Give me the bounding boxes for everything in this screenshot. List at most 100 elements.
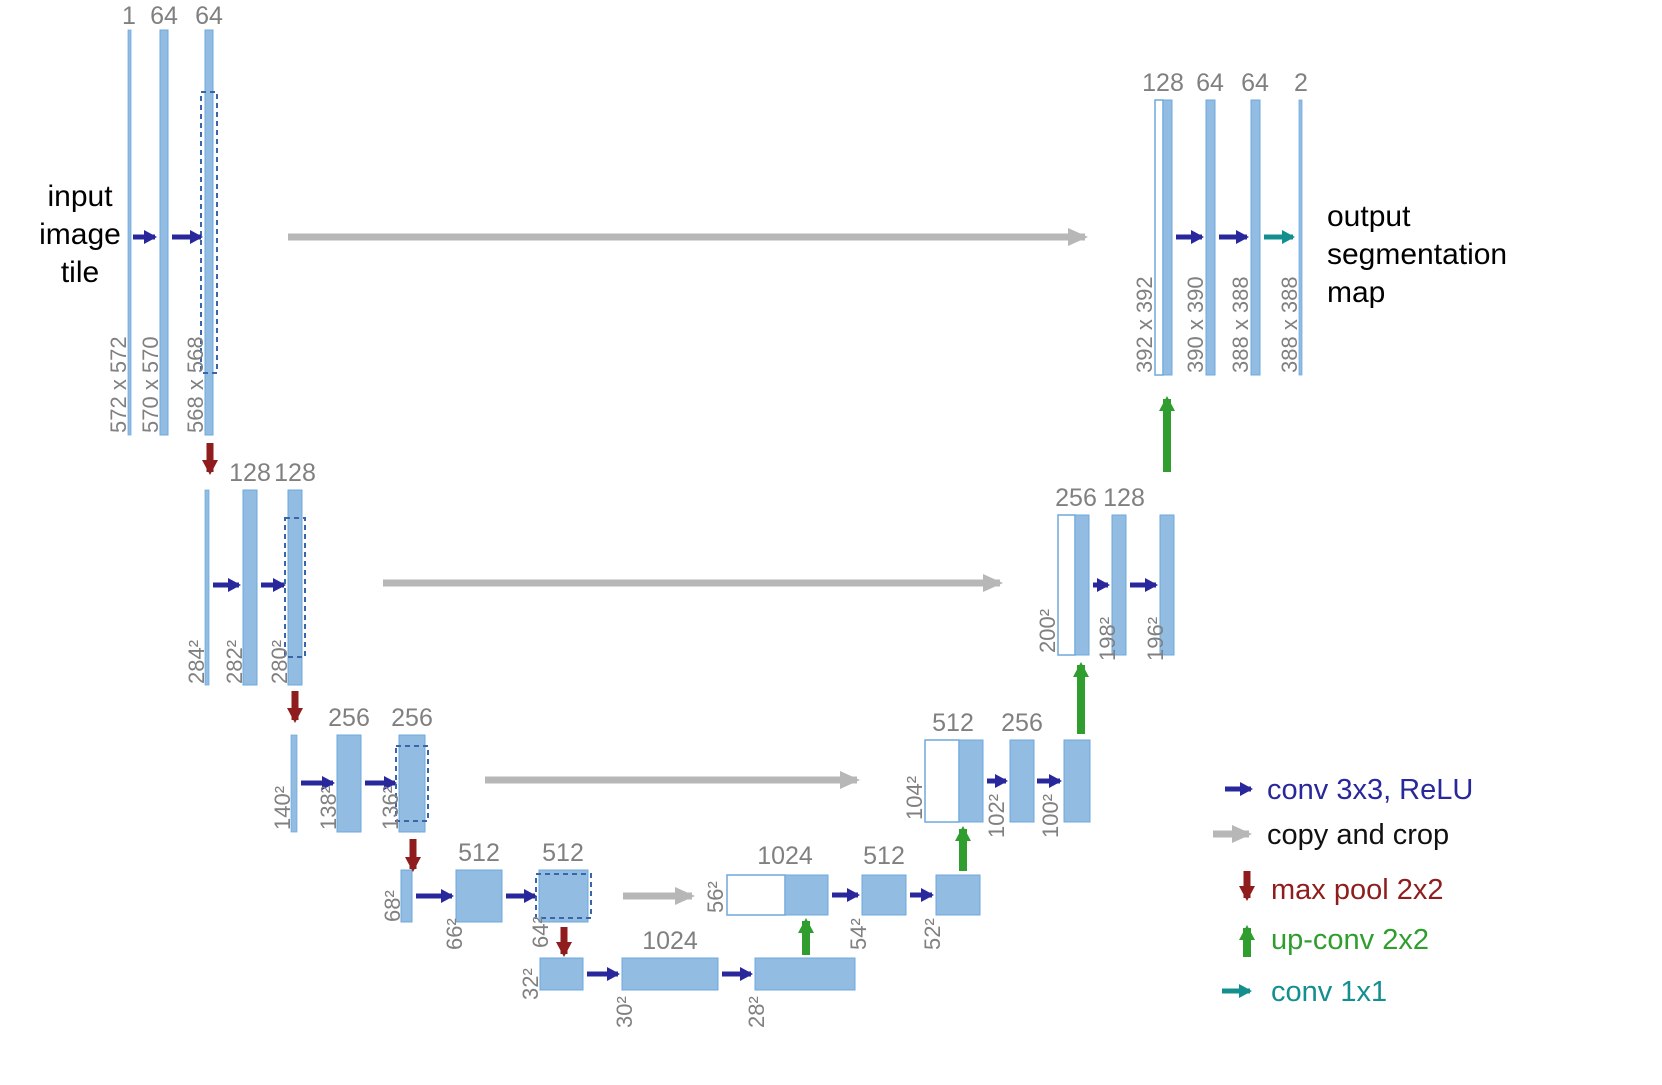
encoder-level-2: 128 128 284² 282² 280² bbox=[184, 459, 316, 686]
feature-map-bar bbox=[539, 957, 584, 991]
max-pool-arrows bbox=[202, 443, 572, 957]
feature-size-label: 32² bbox=[518, 968, 543, 1000]
feature-map-bar bbox=[287, 489, 303, 686]
feature-size-label: 392 x 392 bbox=[1132, 276, 1157, 373]
feature-size-label: 100² bbox=[1038, 794, 1063, 838]
channel-count-label: 1024 bbox=[642, 927, 698, 955]
channel-count-label: 256 bbox=[328, 704, 370, 732]
feature-size-label: 30² bbox=[612, 996, 637, 1028]
copied-feature-map-box bbox=[924, 739, 960, 823]
output-label-line: segmentation bbox=[1327, 238, 1507, 271]
channel-count-label: 512 bbox=[542, 839, 584, 867]
channel-count-label: 128 bbox=[1103, 484, 1145, 512]
decoder-level-3: 512 256 104² 102² 100² bbox=[902, 709, 1091, 838]
feature-map-bar bbox=[1009, 739, 1035, 823]
feature-size-label: 64² bbox=[528, 916, 553, 948]
channel-count-label: 64 bbox=[1196, 69, 1224, 97]
channel-count-label: 64 bbox=[1241, 69, 1269, 97]
feature-size-label: 568 x 568 bbox=[183, 336, 208, 433]
channel-count-label: 1 bbox=[122, 2, 136, 30]
encoder-level-4: 512 512 68² 66² 64² bbox=[380, 839, 592, 950]
feature-map-bar bbox=[1162, 99, 1173, 376]
feature-map-bar bbox=[455, 869, 503, 923]
channel-count-label: 64 bbox=[195, 2, 223, 30]
feature-size-label: 200² bbox=[1035, 609, 1060, 653]
encoder-level-3: 256 256 140² 138² 136² bbox=[270, 704, 433, 833]
input-label-line: input bbox=[47, 180, 113, 213]
input-label-line: tile bbox=[61, 256, 99, 289]
channel-count-label: 256 bbox=[1055, 484, 1097, 512]
feature-size-label: 66² bbox=[442, 918, 467, 950]
decoder-level-4: 1024 512 56² 54² 52² bbox=[703, 842, 981, 950]
decoder-level-2: 256 128 200² 198² 196² bbox=[1035, 484, 1175, 661]
channel-count-label: 256 bbox=[1001, 709, 1043, 737]
output-label-line: map bbox=[1327, 276, 1385, 309]
copied-feature-map-box bbox=[726, 874, 786, 916]
feature-map-bar bbox=[1250, 99, 1261, 376]
channel-count-label: 512 bbox=[863, 842, 905, 870]
channel-count-label: 512 bbox=[458, 839, 500, 867]
channel-count-label: 2 bbox=[1294, 69, 1308, 97]
output-map-label: output segmentation map bbox=[1327, 200, 1507, 309]
feature-size-label: 28² bbox=[744, 996, 769, 1028]
legend-max-pool-label: max pool 2x2 bbox=[1271, 874, 1444, 906]
feature-size-label: 390 x 390 bbox=[1183, 276, 1208, 373]
feature-map-bar bbox=[290, 734, 298, 833]
feature-map-bar bbox=[242, 489, 258, 686]
feature-size-label: 388 x 388 bbox=[1277, 276, 1302, 373]
feature-map-bar bbox=[159, 29, 169, 436]
legend-copy-crop-label: copy and crop bbox=[1267, 819, 1449, 851]
copy-crop-arrows bbox=[288, 228, 1088, 905]
legend: conv 3x3, ReLU copy and crop max pool 2x… bbox=[1213, 774, 1473, 1008]
feature-map-bar bbox=[958, 739, 984, 823]
channel-count-label: 256 bbox=[391, 704, 433, 732]
feature-size-label: 572 x 572 bbox=[106, 336, 131, 433]
feature-size-label: 136² bbox=[378, 786, 403, 830]
feature-map-bar bbox=[861, 874, 907, 916]
feature-map-bar bbox=[398, 734, 426, 833]
channel-count-label: 1024 bbox=[757, 842, 813, 870]
feature-size-label: 198² bbox=[1095, 617, 1120, 661]
feature-size-label: 140² bbox=[270, 786, 295, 830]
feature-size-label: 56² bbox=[703, 881, 728, 913]
input-tile-label: input image tile bbox=[39, 180, 121, 289]
feature-map-bar bbox=[1298, 99, 1303, 376]
up-conv-arrows bbox=[798, 396, 1175, 955]
feature-map-bar bbox=[204, 29, 214, 436]
feature-size-label: 54² bbox=[846, 918, 871, 950]
channel-count-label: 64 bbox=[150, 2, 178, 30]
feature-map-bar bbox=[784, 874, 829, 916]
legend-conv1x1-label: conv 1x1 bbox=[1271, 976, 1387, 1008]
feature-size-label: 196² bbox=[1143, 617, 1168, 661]
feature-map-bar bbox=[127, 29, 132, 436]
feature-size-label: 104² bbox=[902, 776, 927, 820]
feature-map-bar bbox=[1111, 514, 1127, 656]
feature-map-bar bbox=[621, 957, 719, 991]
feature-size-label: 282² bbox=[222, 640, 247, 684]
feature-size-label: 138² bbox=[316, 786, 341, 830]
bottleneck-level: 1024 32² 30² 28² bbox=[518, 927, 856, 1028]
copied-feature-map-box bbox=[1057, 514, 1076, 656]
feature-size-label: 388 x 388 bbox=[1228, 276, 1253, 373]
decoder-level-1: 128 64 64 2 392 x 392 390 x 390 388 x 38… bbox=[1132, 69, 1308, 376]
crop-region-dashed-outline bbox=[284, 517, 306, 658]
feature-map-bar bbox=[204, 489, 210, 686]
feature-size-label: 68² bbox=[380, 890, 405, 922]
output-label-line: output bbox=[1327, 200, 1411, 233]
channel-count-label: 128 bbox=[274, 459, 316, 487]
legend-conv3x3-label: conv 3x3, ReLU bbox=[1267, 774, 1473, 806]
feature-map-bar bbox=[1205, 99, 1216, 376]
feature-size-label: 102² bbox=[984, 794, 1009, 838]
feature-map-bar bbox=[754, 957, 856, 991]
channel-count-label: 512 bbox=[932, 709, 974, 737]
feature-map-bar bbox=[538, 869, 589, 923]
encoder-level-1: 1 64 64 572 x 572 570 x 570 568 x 568 bbox=[106, 2, 223, 436]
feature-map-bar bbox=[1159, 514, 1175, 656]
channel-count-label: 128 bbox=[229, 459, 271, 487]
channel-count-label: 128 bbox=[1142, 69, 1184, 97]
feature-map-bar bbox=[1063, 739, 1091, 823]
feature-map-bar bbox=[336, 734, 362, 833]
feature-size-label: 280² bbox=[267, 640, 292, 684]
